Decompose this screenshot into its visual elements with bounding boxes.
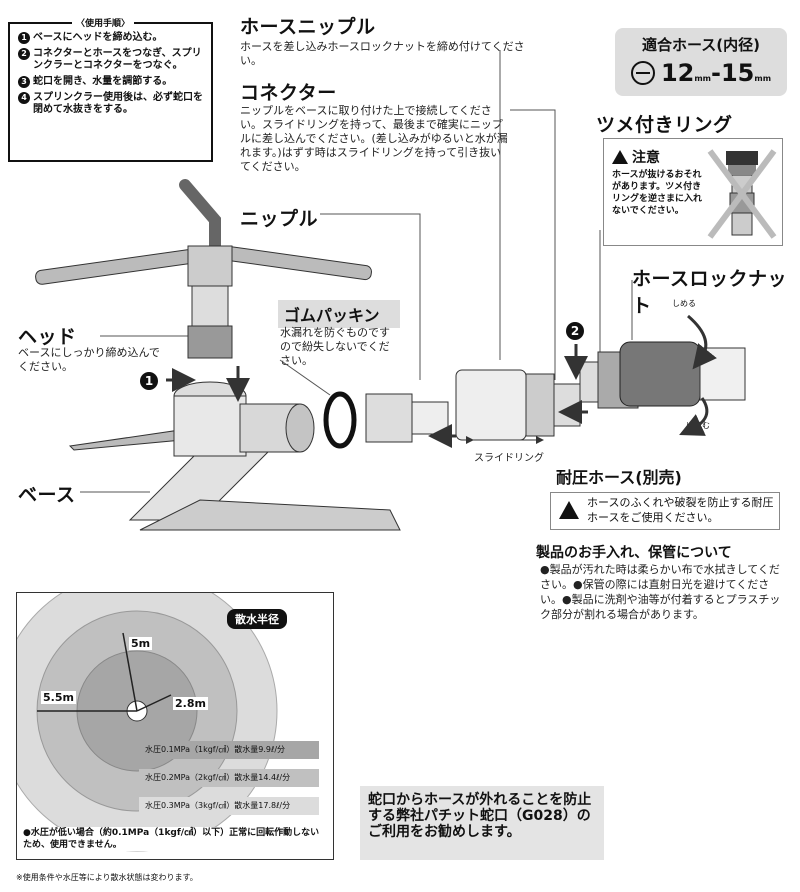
- fit-hose-max: 15: [720, 59, 755, 87]
- rubber-packing-desc: 水漏れを防ぐものですので紛失しないでください。: [280, 326, 390, 367]
- usage-steps-title: 〈使用手順〉: [72, 16, 135, 29]
- step-2-marker: 2: [566, 322, 584, 340]
- base-label: ベース: [18, 484, 76, 506]
- leader-line: [510, 109, 556, 380]
- caution-text: ホースが抜けるおそれがあります。ツメ付きリングを逆さまに入れないでください。: [612, 170, 703, 216]
- caution-title: 注意: [632, 150, 660, 166]
- pressure-row: 水圧0.2MPa（2kgf/㎠）散水量14.4ℓ/分: [139, 769, 319, 787]
- low-pressure-note: ●水圧が低い場合（約0.1MPa（1kgf/㎠）以下）正常に回転作動しないため、…: [23, 827, 327, 851]
- rotate-arrow: [679, 397, 709, 436]
- sprinkler-head: [35, 179, 372, 359]
- faucet-recommendation: 蛇口からホースが外れることを防止する弊社パチット蛇口（G028）のご利用をお勧め…: [360, 786, 604, 860]
- head-desc: ベースにしっかり締め込んでください。: [18, 346, 160, 373]
- warning-icon: [559, 501, 579, 519]
- hose-nipple-label: ホースニップル: [240, 16, 376, 38]
- pressure-hose-label: 耐圧ホース(別売): [556, 468, 682, 487]
- hose-lock-nut-label: ホースロックナット: [632, 268, 788, 317]
- pressure-hose-note: ホースのふくれや破裂を防止する耐圧ホースをご使用ください。: [550, 492, 780, 530]
- warning-icon: [612, 150, 628, 164]
- spray-radius-title: 散水半径: [227, 609, 287, 629]
- fit-hose-unit: mm: [694, 73, 712, 83]
- radius-label-inner: 2.8m: [173, 697, 208, 710]
- spray-radius-panel: 散水半径 5.5m 5m 2.8m 水圧0.1MPa（1kgf/㎠）散水量9.9…: [16, 592, 334, 860]
- fit-hose-box: 適合ホース(内径) 12 mm - 15 mm: [615, 28, 787, 96]
- claw-ring-label: ツメ付きリング: [596, 114, 733, 136]
- rotate-arrow: [687, 314, 717, 370]
- pressure-row: 水圧0.1MPa（1kgf/㎠）散水量9.9ℓ/分: [139, 741, 319, 759]
- tighten-label: しめる: [672, 299, 696, 308]
- care-title: 製品のお手入れ、保管について: [536, 545, 732, 561]
- radius-label-middle: 5m: [129, 637, 153, 650]
- fit-hose-title: 適合ホース(内径): [642, 36, 760, 54]
- pressure-row: 水圧0.3MPa（3kgf/㎠）散水量17.8ℓ/分: [139, 797, 319, 815]
- footnote: ※使用条件や水圧等により散水状態は変わります。: [16, 873, 198, 882]
- spray-radius-diagram: [17, 593, 278, 852]
- slide-ring-label: スライドリング: [474, 453, 544, 464]
- fit-hose-min: 12: [660, 59, 695, 87]
- hose-nipple-desc: ホースを差し込みホースロックナットを締め付けてください。: [240, 40, 525, 67]
- connector-label: コネクター: [240, 82, 337, 104]
- connector-desc: ニップルをベースに取り付けた上で接続してください。スライドリングを持って、最後ま…: [240, 104, 508, 173]
- fit-hose-dash: -: [711, 59, 721, 87]
- head-label: ヘッド: [18, 326, 77, 348]
- step-1-marker: 1: [140, 372, 158, 390]
- nipple-part: [365, 393, 449, 443]
- connector-part: [455, 369, 581, 444]
- hose-lock-nut-part: [619, 341, 746, 407]
- care-text: ●製品が汚れた時は柔らかい布で水拭きしてください。●保管の際には直射日光を避けて…: [540, 563, 781, 621]
- leader-line: [320, 213, 421, 380]
- nipple-label: ニップル: [240, 208, 319, 230]
- rubber-packing-ring: [323, 391, 357, 449]
- pressure-hose-desc: ホースのふくれや破裂を防止する耐圧ホースをご使用ください。: [587, 496, 774, 524]
- claw-ring-caution-box: 注意 ホースが抜けるおそれがあります。ツメ付きリングを逆さまに入れないでください…: [603, 138, 783, 246]
- fit-hose-unit: mm: [754, 73, 772, 83]
- diameter-icon: [630, 61, 655, 85]
- radius-label-outer: 5.5m: [41, 691, 76, 704]
- claw-ring-inverted-illustration: [707, 149, 777, 239]
- rubber-packing-label: ゴムパッキン: [278, 300, 400, 328]
- leader-line: [279, 359, 331, 396]
